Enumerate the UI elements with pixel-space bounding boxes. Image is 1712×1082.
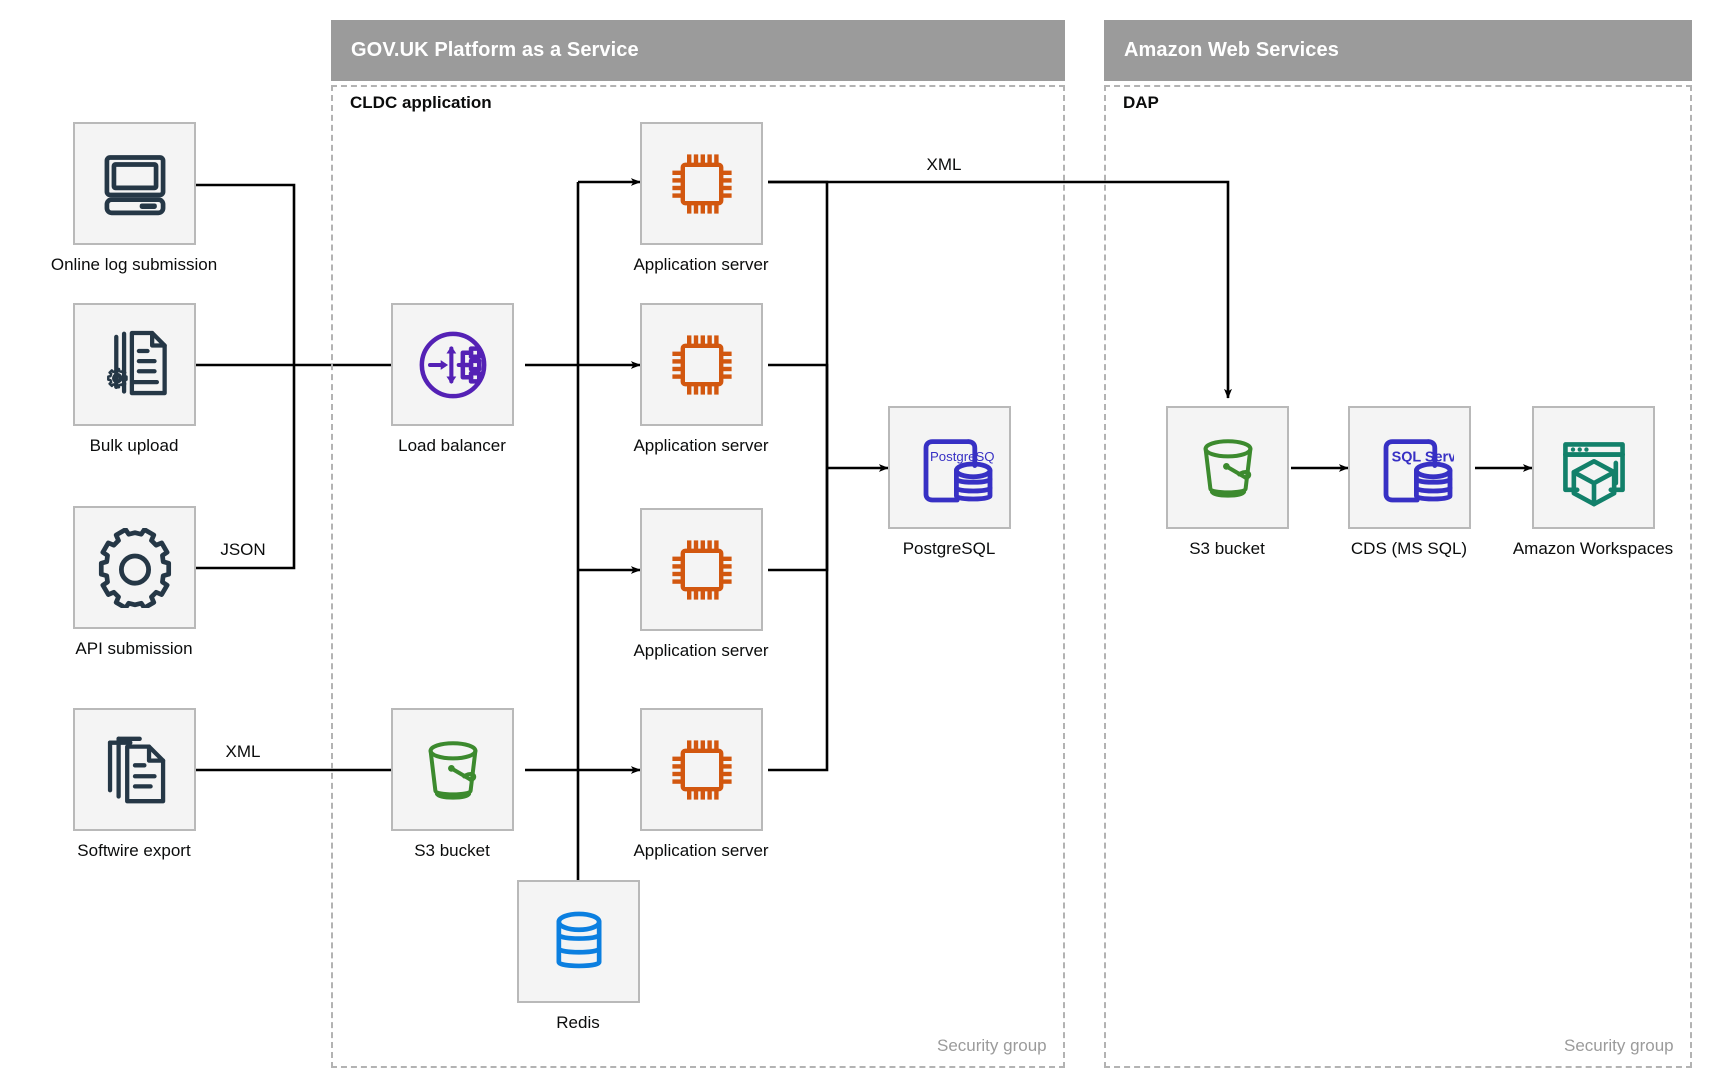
security-group-label-cldc: Security group	[937, 1036, 1047, 1055]
security-group-dap	[1104, 85, 1692, 1068]
redis-label: Redis	[556, 1013, 600, 1032]
security-group-cldc	[331, 85, 1065, 1068]
zone-title-aws: Amazon Web Services	[1124, 39, 1339, 61]
cpu-chip-icon	[662, 730, 742, 810]
postgresql-label: PostgreSQL	[902, 539, 996, 558]
cds-ms-sql-label: CDS (MS SQL)	[1350, 539, 1468, 558]
s3-bucket-paas-label: S3 bucket	[414, 841, 490, 860]
zone-header-paas: GOV.UK Platform as a Service	[331, 20, 1065, 81]
document-gear-icon	[96, 326, 174, 404]
svg-text:PostgreSQL: PostgreSQL	[930, 448, 994, 463]
softwire-export-label: Softwire export	[77, 841, 191, 860]
cpu-chip-icon	[662, 325, 742, 405]
postgresql-tile[interactable]: PostgreSQL	[888, 406, 1011, 529]
xml-in-edge-label: XML	[220, 742, 266, 762]
app-server-1-label: Application server	[633, 255, 769, 274]
online-log-submission-tile[interactable]	[73, 122, 196, 245]
workspaces-icon	[1552, 426, 1636, 510]
zone-header-aws: Amazon Web Services	[1104, 20, 1692, 81]
app-server-2-label: Application server	[633, 436, 769, 455]
xml-out-edge-label: XML	[921, 155, 967, 175]
cds-ms-sql-tile[interactable]: SQL Server	[1348, 406, 1471, 529]
online-log-submission-label: Online log submission	[50, 255, 218, 274]
cpu-chip-icon	[662, 530, 742, 610]
documents-stack-icon	[96, 731, 174, 809]
svg-text:SQL Server: SQL Server	[1391, 449, 1453, 465]
group-title-dap: DAP	[1123, 93, 1159, 112]
app-server-3-label: Application server	[633, 641, 769, 660]
security-group-label-dap: Security group	[1564, 1036, 1674, 1055]
bucket-icon	[1188, 428, 1268, 508]
app-server-1-tile[interactable]	[640, 122, 763, 245]
amazon-workspaces-label: Amazon Workspaces	[1512, 539, 1674, 558]
json-edge-label: JSON	[215, 540, 271, 560]
group-title-cldc: CLDC application	[350, 93, 492, 112]
app-server-3-tile[interactable]	[640, 508, 763, 631]
amazon-workspaces-tile[interactable]	[1532, 406, 1655, 529]
load-balancer-tile[interactable]	[391, 303, 514, 426]
api-submission-tile[interactable]	[73, 506, 196, 629]
load-balancer-icon	[412, 324, 494, 406]
desktop-computer-icon	[96, 145, 174, 223]
load-balancer-label: Load balancer	[398, 436, 506, 455]
sql-server-icon: SQL Server	[1366, 424, 1454, 512]
cpu-chip-icon	[662, 144, 742, 224]
gear-icon	[95, 527, 175, 608]
softwire-export-tile[interactable]	[73, 708, 196, 831]
s3-bucket-paas-tile[interactable]	[391, 708, 514, 831]
bulk-upload-tile[interactable]	[73, 303, 196, 426]
database-icon	[543, 906, 615, 978]
app-server-2-tile[interactable]	[640, 303, 763, 426]
api-submission-label: API submission	[75, 639, 193, 658]
s3-bucket-dap-tile[interactable]	[1166, 406, 1289, 529]
bucket-icon	[413, 730, 493, 810]
bulk-upload-label: Bulk upload	[89, 436, 179, 455]
app-server-4-label: Application server	[633, 841, 769, 860]
postgresql-icon: PostgreSQL	[906, 424, 994, 512]
redis-tile[interactable]	[517, 880, 640, 1003]
app-server-4-tile[interactable]	[640, 708, 763, 831]
zone-title-paas: GOV.UK Platform as a Service	[351, 39, 639, 61]
s3-bucket-dap-label: S3 bucket	[1189, 539, 1265, 558]
